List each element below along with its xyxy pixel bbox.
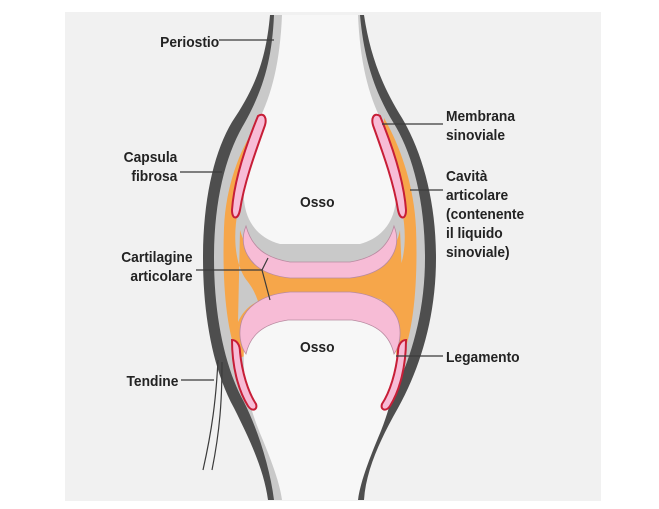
label-membrana-sinoviale-line-1: Membrana xyxy=(446,108,516,125)
label-cavita-articolare-line-1: Cavità xyxy=(446,168,488,185)
label-cavita-articolare-line-3: (contenente xyxy=(446,206,525,223)
articular-cartilage-lower xyxy=(239,291,401,355)
synovial-membrane-right-upper xyxy=(371,113,408,219)
label-membrana-sinoviale-line-2: sinoviale xyxy=(446,127,506,144)
label-legamento: Legamento xyxy=(446,349,520,366)
label-cavita-articolare-line-4: il liquido xyxy=(446,225,503,242)
synovial-membrane-left-lower xyxy=(230,338,258,411)
leader-cartilagine-articolare-lower xyxy=(261,269,271,301)
label-osso-lower: Osso xyxy=(300,339,335,356)
label-cavita-articolare-line-2: articolare xyxy=(446,187,509,204)
leader-lines xyxy=(180,39,443,381)
label-cartilagine-articolare-line-2: articolare xyxy=(130,268,193,285)
synovial-membrane-right-lower xyxy=(380,338,408,411)
label-osso-upper: Osso xyxy=(300,194,335,211)
synovial-membrane-left-upper xyxy=(230,113,267,219)
lower-bone xyxy=(243,310,397,500)
upper-bone xyxy=(243,15,397,244)
tendon xyxy=(202,359,223,471)
label-capsula-fibrosa-line-2: fibrosa xyxy=(130,168,177,185)
articular-cartilage-upper xyxy=(242,224,398,279)
label-tendine: Tendine xyxy=(126,373,178,390)
label-cartilagine-articolare: Cartilagine articolare xyxy=(122,248,193,286)
label-cartilagine-articolare-line-1: Cartilagine xyxy=(121,249,193,266)
label-cavita-articolare: Cavità articolare (contenente il liquido… xyxy=(446,167,524,262)
label-capsula-fibrosa-line-1: Capsula xyxy=(123,149,177,166)
label-periostio: Periostio xyxy=(159,34,219,51)
label-capsula-fibrosa: Capsula fibrosa xyxy=(123,148,177,186)
label-cavita-articolare-line-5: sinoviale) xyxy=(446,244,510,261)
label-membrana-sinoviale: Membrana sinoviale xyxy=(446,107,515,145)
